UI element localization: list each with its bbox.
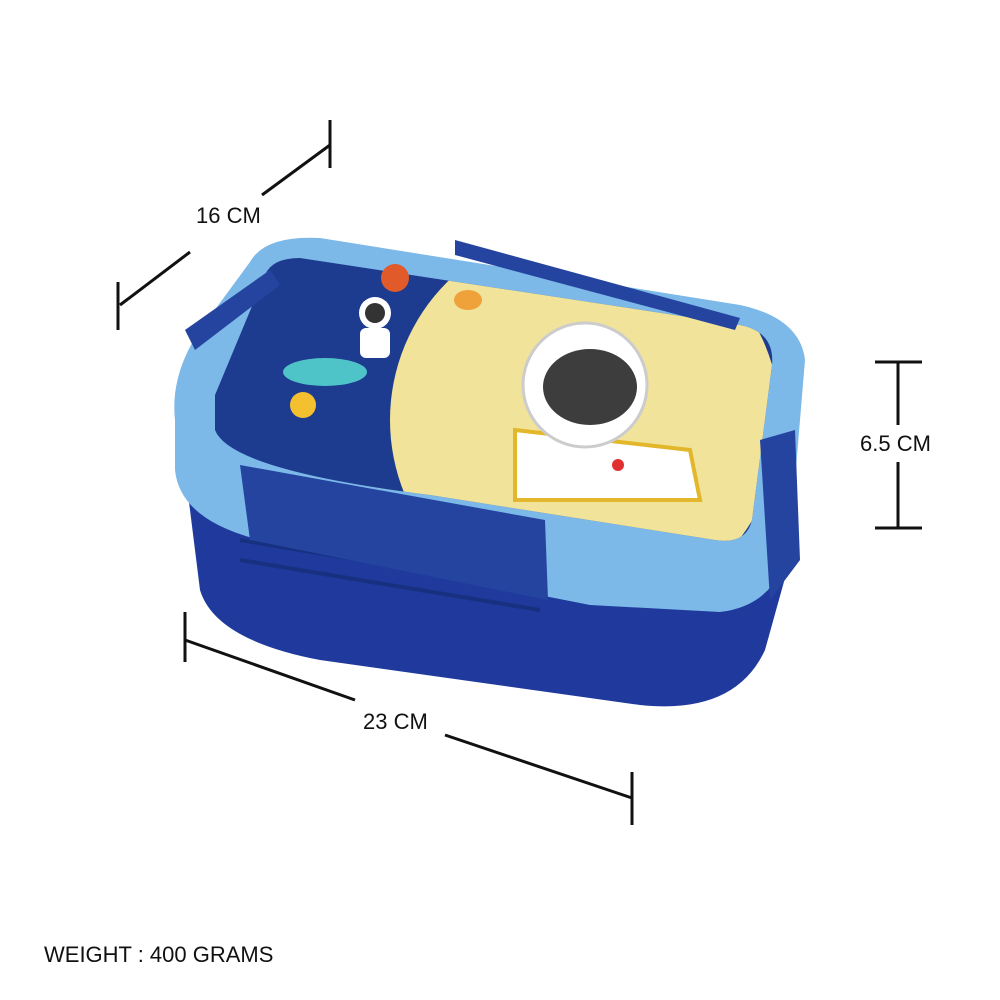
lunch-box [174, 237, 806, 707]
back-clip [455, 240, 740, 330]
planet-ringed [454, 290, 482, 310]
height-label: 6.5 CM [860, 431, 931, 456]
dimension-lines [116, 120, 922, 825]
height-dimension-line [875, 360, 922, 530]
small-astronaut [359, 297, 391, 358]
left-clip [185, 270, 280, 350]
planet-red [381, 264, 409, 292]
length-label: 23 CM [363, 709, 428, 734]
planet-yellow [290, 392, 316, 418]
depth-label: 16 CM [196, 203, 261, 228]
depth-dimension-line [116, 120, 332, 330]
ufo [283, 358, 367, 386]
side-clip [760, 430, 800, 600]
large-astronaut [513, 321, 703, 502]
weight-label: WEIGHT : 400 GRAMS [44, 942, 274, 967]
length-dimension-line [183, 612, 634, 825]
front-clip [240, 465, 548, 600]
